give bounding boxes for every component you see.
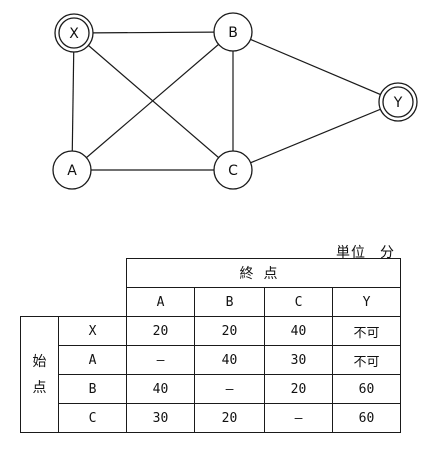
table-cell: — — [126, 345, 195, 375]
unit-note: 単位分 — [336, 242, 395, 262]
table-cell: 30 — [264, 345, 333, 375]
column-header: Y — [332, 287, 401, 317]
node-label: A — [67, 163, 77, 179]
table-row: C 30 20 — 60 — [21, 403, 401, 433]
table-cell: 20 — [194, 316, 265, 346]
row-header: B — [58, 374, 127, 404]
graph-edges — [71, 31, 399, 171]
table-cell: 40 — [264, 316, 333, 346]
table-row: 始 点 X 20 20 40 不可 — [20, 316, 401, 433]
table-cell: 20 — [264, 374, 333, 404]
node-label: Y — [393, 95, 403, 111]
unit-value: 分 — [380, 245, 395, 261]
row-header: X — [58, 316, 127, 346]
column-group-header: 終点 — [126, 258, 401, 288]
node-label: B — [228, 25, 238, 41]
row-header: A — [58, 345, 127, 375]
table-cell: — — [194, 374, 265, 404]
node-x: X — [54, 13, 94, 53]
graph-nodes: X B Y A C — [52, 12, 418, 190]
column-header: A — [126, 287, 195, 317]
node-label: C — [228, 163, 238, 179]
row-group-char: 点 — [32, 379, 47, 396]
table-cell: 20 — [126, 316, 195, 346]
column-header-row: A B C Y — [21, 287, 401, 317]
table-row: A — 40 30 不可 — [21, 345, 401, 375]
edge-x-c — [73, 32, 234, 171]
column-group-row: 終点 — [21, 258, 401, 288]
table-cell: 20 — [194, 403, 265, 433]
node-a: A — [52, 150, 92, 190]
table-cell: 40 — [194, 345, 265, 375]
edge-x-a — [71, 32, 75, 171]
node-inner-ring — [382, 86, 414, 118]
column-header: C — [264, 287, 333, 317]
table-cell: 60 — [332, 374, 401, 404]
node-c: C — [213, 150, 253, 190]
travel-time-table: 終点 A B C Y 始 点 X 20 20 40 不可 A — 40 30 不… — [20, 258, 401, 433]
node-circle — [213, 150, 253, 190]
route-graph: X B Y A C — [52, 12, 418, 190]
table-cell: 40 — [126, 374, 195, 404]
row-group-header: 始 点 — [20, 316, 59, 433]
edge-b-y — [232, 31, 399, 103]
row-group-char: 始 — [32, 353, 47, 370]
unit-label: 単位 — [336, 245, 366, 261]
node-circle — [213, 12, 253, 52]
node-label: X — [69, 26, 79, 42]
table-cell: — — [264, 403, 333, 433]
table-cell: 60 — [332, 403, 401, 433]
row-header: C — [58, 403, 127, 433]
edge-c-y — [232, 101, 399, 171]
table-cell: 不可 — [332, 345, 401, 375]
table-cell: 30 — [126, 403, 195, 433]
node-circle — [52, 150, 92, 190]
node-y: Y — [378, 82, 418, 122]
edge-b-a — [71, 31, 234, 171]
node-inner-ring — [58, 17, 90, 49]
column-header: B — [194, 287, 265, 317]
table-cell: 不可 — [332, 316, 401, 346]
table-row: B 40 — 20 60 — [21, 374, 401, 404]
edge-x-b — [73, 31, 234, 34]
node-b: B — [213, 12, 253, 52]
